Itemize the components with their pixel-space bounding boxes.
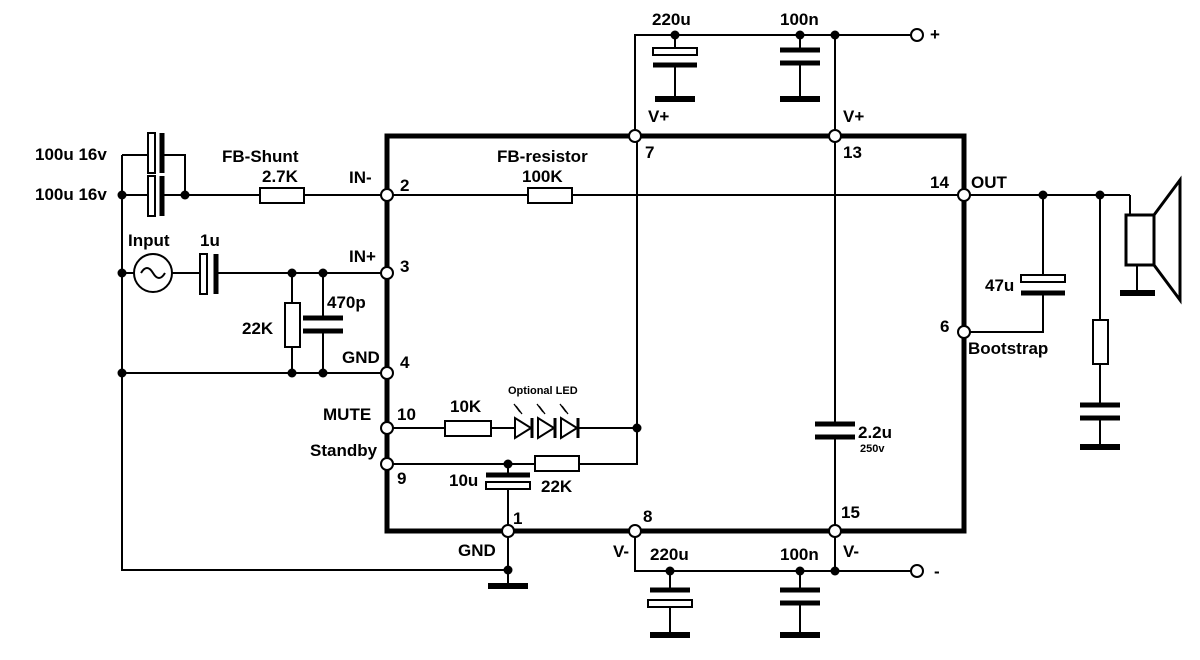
pin-14-number: 14 — [930, 173, 949, 192]
gnd-bottom-label: GND — [458, 541, 496, 560]
top-ceramic-cap-label: 100n — [780, 10, 819, 29]
pin-7-vplus-label: V+ — [648, 107, 669, 126]
standby-cap-label: 10u — [449, 471, 478, 490]
pin-in-minus-label: IN- — [349, 168, 372, 187]
mute-resistor-label: 10K — [450, 397, 482, 416]
speaker-icon — [1120, 175, 1182, 305]
top-supply-network — [634, 28, 924, 136]
pin-15-number: 15 — [841, 503, 860, 522]
pin-standby-label: Standby — [310, 441, 378, 460]
ground-pin-network — [488, 531, 528, 589]
pin-gnd-label: GND — [342, 348, 380, 367]
feedback-value: 100K — [522, 167, 563, 186]
output-network — [964, 175, 1182, 450]
bottom-elec-cap-label: 220u — [650, 545, 689, 564]
pin-10-number: 10 — [397, 405, 416, 424]
bottom-ceramic-cap-label: 100n — [780, 545, 819, 564]
chip-pin-markers — [380, 129, 971, 538]
input-network — [117, 132, 508, 571]
coupling-cap-label: 1u — [200, 231, 220, 250]
top-elec-cap-label: 220u — [652, 10, 691, 29]
pin-13-number: 13 — [843, 143, 862, 162]
pin-8-number: 8 — [643, 507, 652, 526]
middle-bypass-capacitor — [815, 136, 855, 531]
output-cap-label: 47u — [985, 276, 1014, 295]
middle-cap-voltage: 250v — [860, 443, 885, 455]
input-cap-bottom-label: 100u 16v — [35, 185, 107, 204]
input-cap-label: 470p — [327, 293, 366, 312]
fb-shunt-title: FB-Shunt — [222, 147, 299, 166]
plus-terminal-label: + — [930, 25, 940, 44]
minus-terminal-label: - — [934, 562, 940, 581]
pin-13-vplus-label: V+ — [843, 107, 864, 126]
pin-7-number: 7 — [645, 143, 654, 162]
pin-15-vminus-label: V- — [843, 542, 859, 561]
pin-9-number: 9 — [397, 469, 406, 488]
pin-3-number: 3 — [400, 257, 409, 276]
optional-led-label: Optional LED — [508, 385, 578, 397]
pin-4-number: 4 — [400, 353, 410, 372]
out-label: OUT — [971, 173, 1008, 192]
fb-shunt-value: 2.7K — [262, 167, 299, 186]
pin-2-number: 2 — [400, 176, 409, 195]
bootstrap-label: Bootstrap — [968, 339, 1048, 358]
input-cap-top-label: 100u 16v — [35, 145, 107, 164]
mute-standby-network — [387, 136, 642, 531]
middle-cap-value: 2.2u — [858, 423, 892, 442]
pin-8-vminus-label: V- — [613, 542, 629, 561]
pin-in-plus-label: IN+ — [349, 247, 376, 266]
source-label: Input — [128, 231, 170, 250]
pin-1-number: 1 — [513, 509, 522, 528]
feedback-network — [387, 187, 964, 204]
feedback-title: FB-resistor — [497, 147, 588, 166]
pin-mute-label: MUTE — [323, 405, 371, 424]
standby-resistor-label: 22K — [541, 477, 573, 496]
pin-6-number: 6 — [940, 317, 949, 336]
input-resistor-label: 22K — [242, 319, 274, 338]
